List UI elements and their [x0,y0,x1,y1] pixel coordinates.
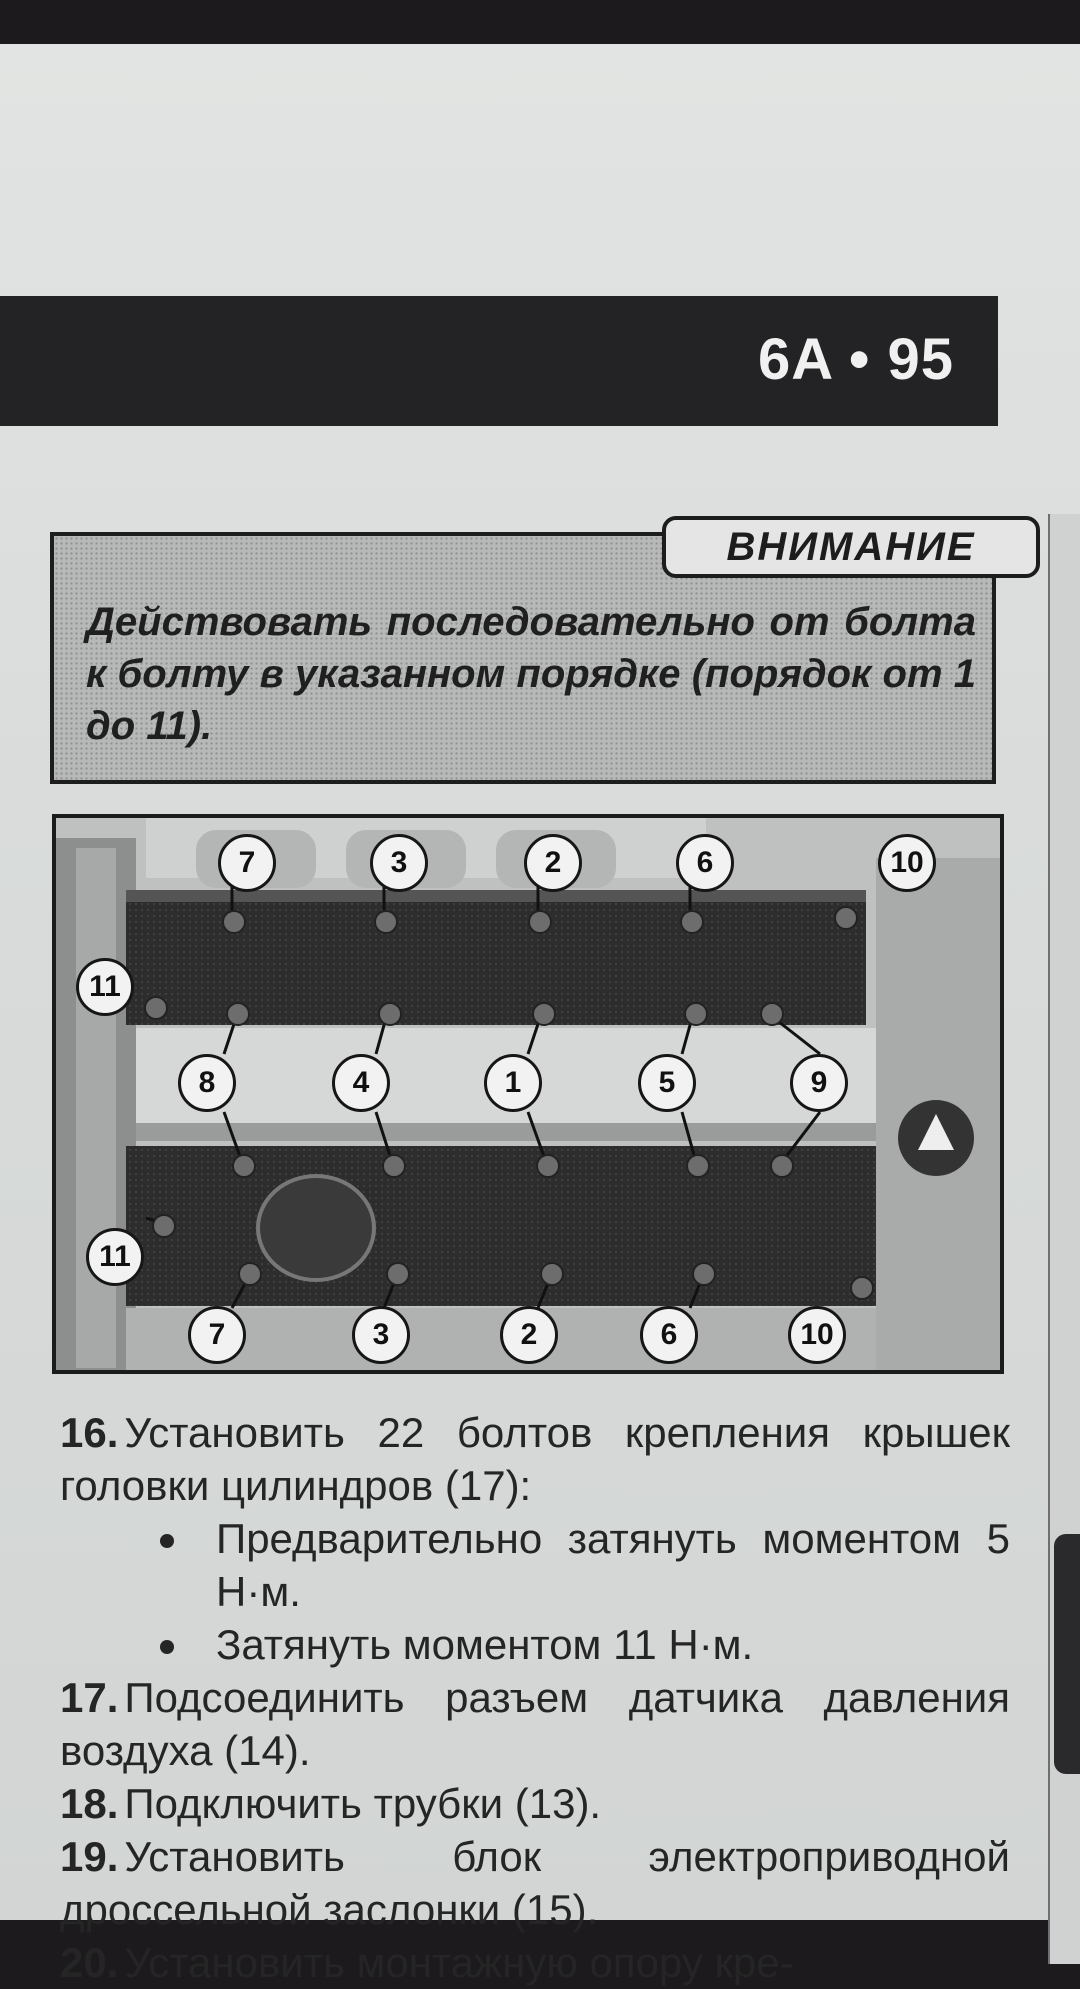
bolt-callout-lower-10: 10 [788,1306,846,1364]
step-18: 18.Подключить трубки (13). [60,1777,1010,1830]
bolt-callout-upper-7: 7 [218,834,276,892]
bolt-callout-upper-10: 10 [878,834,936,892]
bolt-callout-9: 9 [790,1054,848,1112]
step-16-bullet-2: Затянуть моментом 11 Н·м. [60,1618,1010,1671]
step-number: 18. [60,1780,119,1827]
bolt-callout-upper-3: 3 [370,834,428,892]
bolt-callout-5: 5 [638,1054,696,1112]
page-header-bar: 6A • 95 [0,296,998,426]
step-number: 20. [60,1939,119,1986]
manual-page: 6A • 95 ВНИМАНИЕ Действовать последовате… [0,44,1080,1986]
step-20: 20.Установить монтажную опору кре- [60,1936,1010,1989]
step-text: Подсоединить разъем датчика давления воз… [60,1674,1010,1774]
step-16: 16.Установить 22 болтов крепления крышек… [60,1406,1010,1512]
bolt-callout-lower-11: 11 [86,1228,144,1286]
bullet-text: Предварительно затянуть моментом 5 Н·м. [216,1515,1010,1615]
bolt-callout-lower-7: 7 [188,1306,246,1364]
step-19: 19.Установить блок электроприводной дрос… [60,1830,1010,1936]
step-number: 16. [60,1409,119,1456]
attention-text: Действовать последовательно от болта к б… [86,600,976,748]
step-number: 17. [60,1674,119,1721]
bolt-callout-lower-6: 6 [640,1306,698,1364]
attention-title: ВНИМАНИЕ [662,516,1040,578]
step-17: 17.Подсоединить разъем датчика давления … [60,1671,1010,1777]
bullet-icon [160,1640,174,1654]
bolt-callout-1: 1 [484,1054,542,1112]
bullet-text: Затянуть моментом 11 Н·м. [216,1621,754,1668]
attention-box: ВНИМАНИЕ Действовать последовательно от … [50,516,1040,784]
bolt-callout-lower-2: 2 [500,1306,558,1364]
step-number: 19. [60,1833,119,1880]
page-tab-marker [1054,1534,1080,1774]
cylinder-head-cover-photo: 7 3 2 6 10 11 8 4 1 5 9 11 7 3 2 6 10 [52,814,1004,1374]
bolt-callout-lower-3: 3 [352,1306,410,1364]
bolt-callout-upper-11: 11 [76,958,134,1016]
page-number: 6A • 95 [757,327,954,392]
step-text: Установить монтажную опору кре- [124,1939,794,1986]
bolt-callout-4: 4 [332,1054,390,1112]
bolt-callout-upper-6: 6 [676,834,734,892]
instruction-steps: 16.Установить 22 болтов крепления крышек… [60,1406,1010,1989]
bolt-callout-upper-2: 2 [524,834,582,892]
step-text: Установить блок электроприводной дроссел… [60,1833,1010,1933]
step-text: Установить 22 болтов крепления крышек го… [60,1409,1010,1509]
step-text: Подключить трубки (13). [124,1780,602,1827]
bolt-callout-8: 8 [178,1054,236,1112]
bullet-icon [160,1534,174,1548]
step-16-bullet-1: Предварительно затянуть моментом 5 Н·м. [60,1512,1010,1618]
